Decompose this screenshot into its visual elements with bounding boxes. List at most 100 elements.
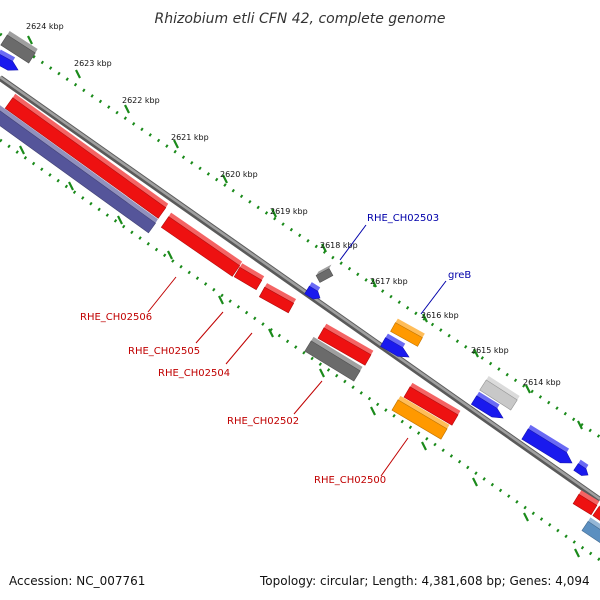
gene-gray-topleft-top-face [7,30,38,53]
gene-label-rhe-ch02504[interactable]: RHE_CH02504 [158,368,230,379]
gene-rhe-ch02500-top-face [398,395,450,429]
gene-greb-top-face [395,318,425,338]
gene-blue-2616-top-face [385,333,406,348]
gene-greb[interactable] [390,318,425,347]
major-tick [167,250,173,260]
genome-summary-text: Topology: circular; Length: 4,381,608 bp… [260,574,590,588]
gene-navy-long-front-face [0,110,156,234]
scale-label-2614: 2614 kbp [523,378,561,387]
scale-label-2618: 2618 kbp [320,241,358,250]
scale-label-2615: 2615 kbp [471,346,509,355]
gene-rhe-ch02503[interactable] [315,264,334,283]
gene-rhe-ch02502[interactable] [304,336,363,382]
gene-steel-edge-front-face [581,521,600,543]
scale-label-2617: 2617 kbp [370,277,408,286]
gene-navy-long[interactable] [0,105,158,234]
gene-lightgray-2615-front-face [479,379,518,411]
gene-label-rhe-ch02502[interactable]: RHE_CH02502 [227,416,299,427]
gene-red-2615-front-face [403,386,459,426]
gene-blue-small-1-front-face [304,285,321,300]
gene-lightgray-2615[interactable] [479,375,520,411]
gene-red-2617-front-face [317,327,372,366]
gene-rhe-ch02504-a-front-face [233,266,263,291]
gene-blue-topleft-front-face [0,54,19,71]
scale-label-2620: 2620 kbp [220,170,258,179]
gene-blue-small-1-top-face [309,282,321,292]
gene-rhe-ch02506-top-face [12,93,169,208]
tick-track-dots [0,32,600,439]
gene-label-rhe-ch02505[interactable]: RHE_CH02505 [128,346,200,357]
map-title: Rhizobium etli CFN 42, complete genome [155,11,446,27]
gene-blue-2616-front-face [380,337,410,358]
major-tick [577,420,583,430]
gene-red-2617[interactable] [317,323,374,366]
gene-blue-2614-front-face [521,428,573,464]
gene-navy-long-top-face [0,105,158,224]
gene-rhe-ch02503-front-face [315,268,334,283]
scale-labels: 2624 kbp 2623 kbp 2622 kbp 2621 kbp 2620… [26,22,561,387]
gene-red-edge-1-front-face [572,493,598,516]
major-tick [473,348,479,358]
gene-lightgray-2615-top-face [486,375,520,400]
major-tick [117,215,123,225]
major-tick [271,208,277,218]
major-tick [319,368,325,378]
gene-rhe-ch02506[interactable] [4,93,169,219]
gene-gray-topleft[interactable] [0,30,38,64]
gene-label-greb[interactable]: greB [448,270,471,281]
major-tick [124,104,130,114]
gene-steel-edge-top-face [588,517,600,530]
gene-red-edge-1[interactable] [572,490,600,516]
gene-gray-topleft-front-face [0,34,36,64]
major-tick [574,548,580,558]
major-tick [222,174,228,184]
gene-red-2615-top-face [410,382,461,415]
gene-blue-topleft-top-face [0,49,16,62]
gene-rhe-ch02500[interactable] [391,395,450,440]
major-tick [371,278,377,288]
major-tick [173,139,179,149]
scale-label-2619: 2619 kbp [270,207,308,216]
major-tick [472,477,478,487]
gene-blue-topleft[interactable] [0,49,19,71]
gene-rhe-ch02503-top-face [316,264,332,276]
gene-label-rhe-ch02500[interactable]: RHE_CH02500 [314,475,386,486]
gene-rhe-ch02505[interactable] [160,212,243,277]
gene-rhe-ch02502-front-face [304,340,361,382]
accession-text: Accession: NC_007761 [9,574,146,588]
scale-label-2622: 2622 kbp [122,96,160,105]
gene-blue-2616[interactable] [380,333,410,358]
gene-rhe-ch02504-b[interactable] [258,283,297,314]
gene-blue-small-2-top-face [578,459,589,469]
gene-blue-small-2[interactable] [573,459,589,476]
major-tick [27,35,33,45]
gene-blue-2615-top-face [476,391,500,409]
gene-blue-2615[interactable] [470,391,504,419]
gene-blue-2614-top-face [528,424,570,453]
scale-label-2623: 2623 kbp [74,59,112,68]
major-tick [321,243,327,253]
gene-blue-2615-front-face [470,395,504,419]
gene-rhe-ch02500-front-face [391,399,448,440]
gene-label-rhe-ch02506[interactable]: RHE_CH02506 [80,312,152,323]
gene-steel-edge[interactable] [581,517,600,544]
gene-rhe-ch02504-b-front-face [258,286,295,314]
gene-rhe-ch02505-front-face [160,216,241,277]
gene-red-edge-1-top-face [578,490,600,506]
gene-blue-2614[interactable] [521,424,573,464]
major-tick [268,328,274,338]
gene-rhe-ch02504-a[interactable] [233,263,265,291]
major-tick [523,512,529,522]
gene-rhe-ch02504-a-top-face [239,263,265,281]
gene-label-callouts [147,224,447,477]
major-tick [421,441,427,451]
major-tick [370,406,376,416]
major-tick [422,313,428,323]
gene-red-2615[interactable] [403,382,461,426]
gene-label-rhe-ch02503[interactable]: RHE_CH02503 [367,213,439,224]
gene-rhe-ch02502-top-face [311,336,363,371]
gene-blue-small-1[interactable] [304,282,321,300]
scale-label-2616: 2616 kbp [421,311,459,320]
major-tick [525,384,531,394]
